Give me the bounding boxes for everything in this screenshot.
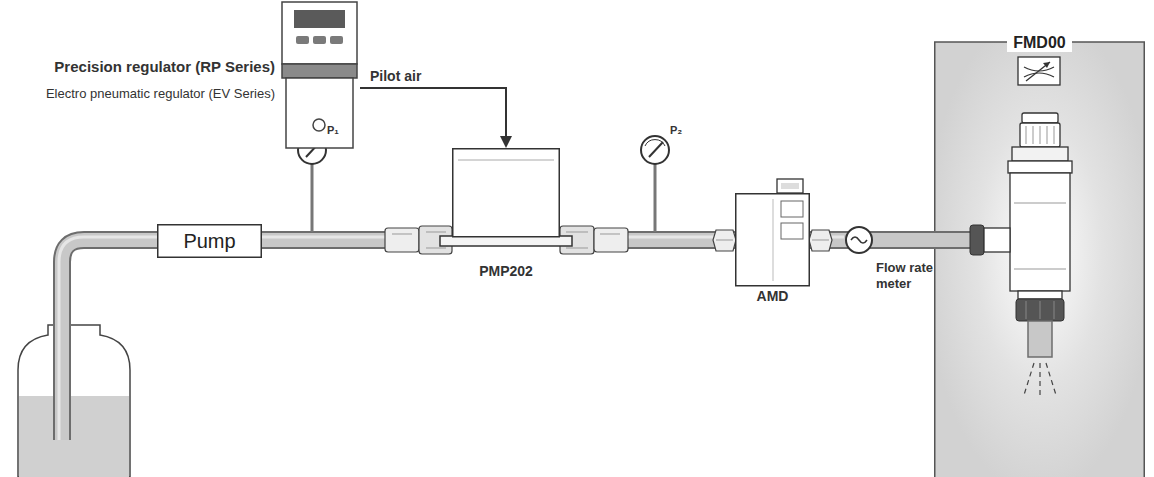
pilot-air-line <box>360 88 512 148</box>
node-text: Pump <box>183 229 235 253</box>
fmd00-panel-shape <box>934 33 1145 477</box>
tank <box>18 325 130 477</box>
gauge-stem <box>311 164 314 232</box>
regulator: Precision regulator (RP Series) Electro p… <box>5 0 360 150</box>
pump-box: Pump <box>157 224 262 258</box>
pmp202-unit: PMP202 <box>452 148 560 280</box>
fitting <box>594 228 628 252</box>
pipe <box>62 240 157 440</box>
amd-valve: AMD <box>735 193 810 305</box>
pipe-highlight <box>59 237 157 440</box>
gauge-label: P₁ <box>327 124 339 136</box>
gauge-needle <box>649 142 663 157</box>
flow-rate-meter: Flow rate meter <box>844 226 934 308</box>
fitting-line <box>716 240 733 241</box>
pmp202-unit-shape <box>452 148 560 280</box>
node-text: Flow rate meter <box>876 260 934 291</box>
tank-liquid <box>19 396 129 477</box>
fmd00-panel: FMD00 <box>934 33 1145 477</box>
node-text: Electro pneumatic regulator (EV Series) <box>46 86 275 102</box>
fitting <box>385 228 419 252</box>
hex-nut <box>713 230 736 251</box>
pressure-gauge <box>641 136 669 164</box>
hex-nut <box>809 230 832 251</box>
gauge-stem <box>654 164 657 232</box>
amd-valve-shape <box>735 193 810 305</box>
fitting-line <box>812 240 829 241</box>
fitting-line <box>600 234 620 235</box>
node-text: FMD00 <box>1007 33 1071 52</box>
node-text: Precision regulator (RP Series) <box>54 58 275 76</box>
fitting-line <box>426 248 446 249</box>
edge-label: Pilot air <box>368 68 423 84</box>
gauge-label: P₂ <box>670 124 682 136</box>
fitting-line <box>566 232 588 233</box>
node-text: AMD <box>757 288 789 305</box>
fitting-line <box>426 232 446 233</box>
node-text: PMP202 <box>479 263 533 280</box>
fitting-line <box>566 248 588 249</box>
pipe <box>62 240 157 440</box>
fitting-line <box>392 234 412 235</box>
